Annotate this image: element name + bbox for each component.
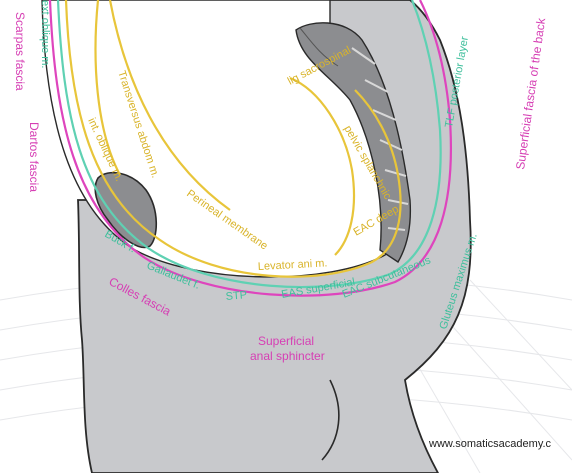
label-dartos-fascia: Dartos fascia <box>27 122 41 192</box>
label-superficial-fascia-back: Superficial fascia of the back <box>513 16 548 170</box>
label-scarpas-fascia: Scarpas fascia <box>13 12 27 91</box>
watermark: www.somaticsacademy.c <box>429 438 551 450</box>
label-superficial: Superficial <box>258 334 314 348</box>
label-anal-sphincter: anal sphincter <box>250 349 325 363</box>
label-stp: STP <box>225 289 247 303</box>
label-ext-oblique: ext oblique m. <box>39 0 51 68</box>
